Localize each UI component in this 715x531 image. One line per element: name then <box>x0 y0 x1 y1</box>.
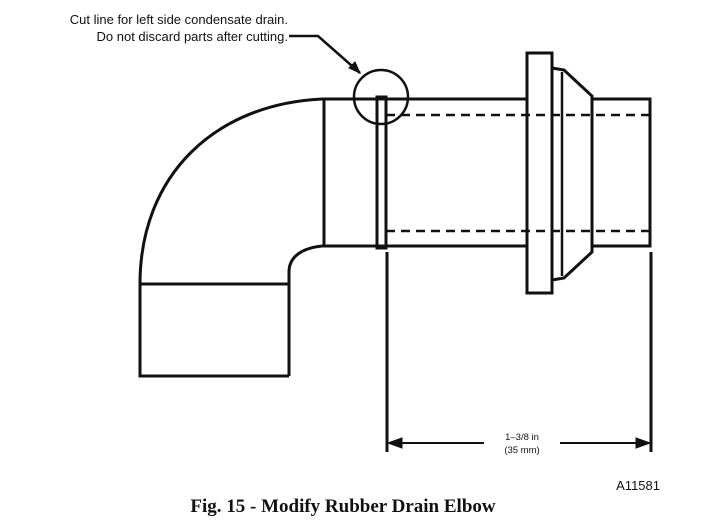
annotation-line-2: Do not discard parts after cutting. <box>97 29 288 44</box>
leader-arrowhead <box>348 61 362 75</box>
elbow-outer-curve <box>138 97 323 285</box>
dimension-metric: (35 mm) <box>504 445 539 456</box>
dimension-arrow-right <box>635 437 652 449</box>
dimension-arrow-left <box>386 437 403 449</box>
flange <box>525 51 554 295</box>
elbow-outlet <box>138 282 289 378</box>
cut-callout-leader <box>289 34 361 74</box>
cone-section <box>551 66 594 282</box>
cut-line-band <box>375 95 388 250</box>
figure-id: A11581 <box>616 478 660 493</box>
figure-caption: Fig. 15 - Modify Rubber Drain Elbow <box>190 496 496 517</box>
cut-callout-circle <box>352 68 410 126</box>
dimension-value: 1–3/8 in <box>505 432 539 443</box>
outlet-tube <box>592 97 652 248</box>
annotation-line-1: Cut line for left side condensate drain. <box>70 12 288 27</box>
elbow-inner-curve <box>287 244 323 376</box>
